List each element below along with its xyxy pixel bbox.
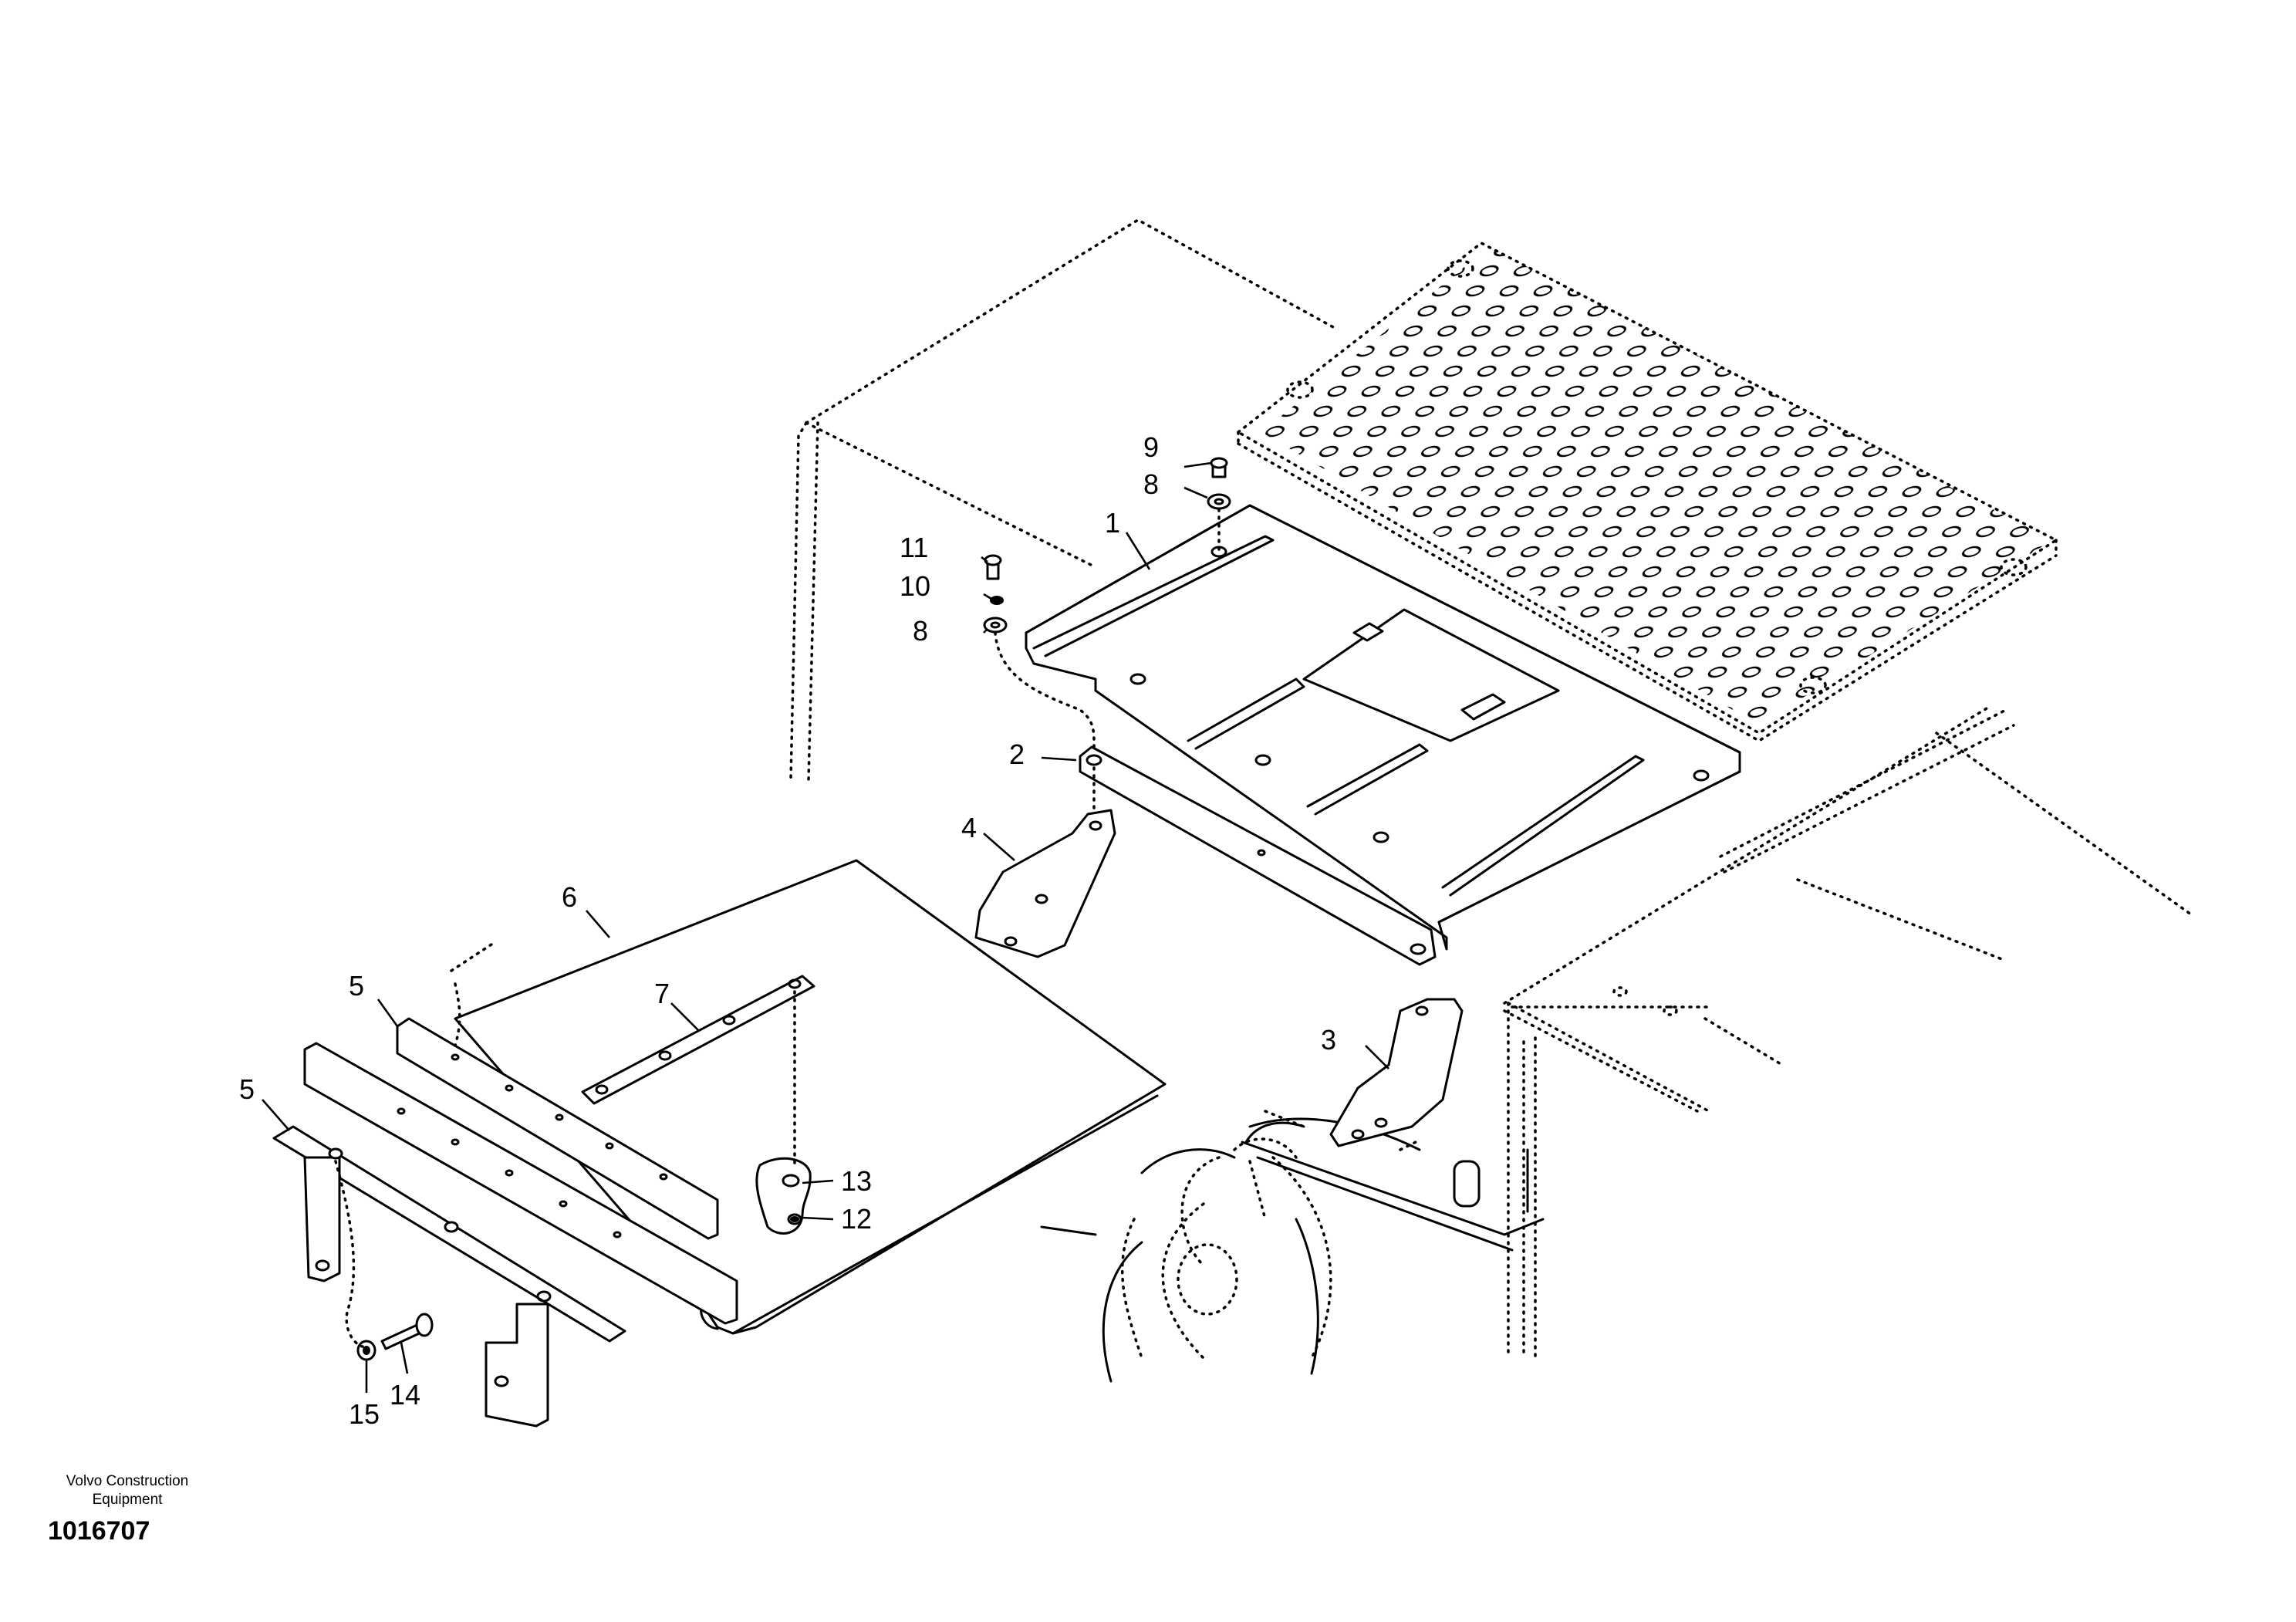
spring-washer-part-10 — [990, 596, 1004, 605]
support-rail-part-2 — [1079, 745, 1437, 966]
callout-10: 10 — [900, 570, 930, 602]
callout-9: 9 — [1143, 431, 1159, 463]
mounting-bracket-lower — [272, 1125, 626, 1428]
washer-part-8-upper — [1207, 493, 1231, 510]
side-plate-part-5-inner — [396, 1017, 719, 1240]
bolt-part-9 — [1210, 457, 1228, 478]
bolt-part-14 — [380, 1313, 434, 1350]
floor-plate-part-1 — [1025, 504, 1741, 951]
strip-part-7 — [581, 975, 815, 1105]
callouts: 1 2 3 4 5 5 6 7 8 8 9 10 11 12 13 14 15 — [239, 431, 1336, 1430]
company-name: Volvo Construction Equipment — [66, 1473, 189, 1508]
bracket-part-3 — [1329, 998, 1464, 1147]
callout-14: 14 — [390, 1379, 420, 1411]
assembly-lines — [334, 508, 1221, 1348]
nut-part-15 — [356, 1340, 376, 1361]
callout-12: 12 — [841, 1203, 872, 1235]
perforated-step-plate — [1235, 241, 2059, 743]
callout-6: 6 — [562, 881, 577, 913]
machine-context-lines — [1040, 1117, 1545, 1383]
cab-floor-dotted — [1507, 986, 1784, 1356]
callout-7: 7 — [654, 978, 670, 1009]
bolt-part-11 — [984, 554, 1002, 580]
callout-1: 1 — [1105, 507, 1120, 539]
callout-4: 4 — [961, 812, 977, 843]
washer-plate-part-13 — [755, 1157, 812, 1235]
callout-15: 15 — [349, 1398, 380, 1430]
fastener-small-6 — [450, 941, 495, 972]
callout-8b: 8 — [913, 615, 928, 647]
drawing-number: 1016707 — [48, 1516, 150, 1546]
leader-lines — [262, 461, 1389, 1393]
machine-body-outline — [789, 218, 2193, 1360]
callout-13: 13 — [841, 1165, 872, 1197]
callout-11: 11 — [900, 532, 928, 563]
callout-2: 2 — [1009, 738, 1025, 770]
callout-5b: 5 — [239, 1073, 255, 1105]
fastener-small-3 — [1264, 1110, 1305, 1128]
side-plate-part-5-outer — [303, 1042, 738, 1325]
callout-3: 3 — [1321, 1024, 1336, 1056]
fastener-part-12 — [790, 1216, 799, 1222]
bracket-part-4 — [974, 809, 1116, 958]
callout-8a: 8 — [1143, 468, 1159, 500]
callout-5a: 5 — [349, 970, 364, 1002]
